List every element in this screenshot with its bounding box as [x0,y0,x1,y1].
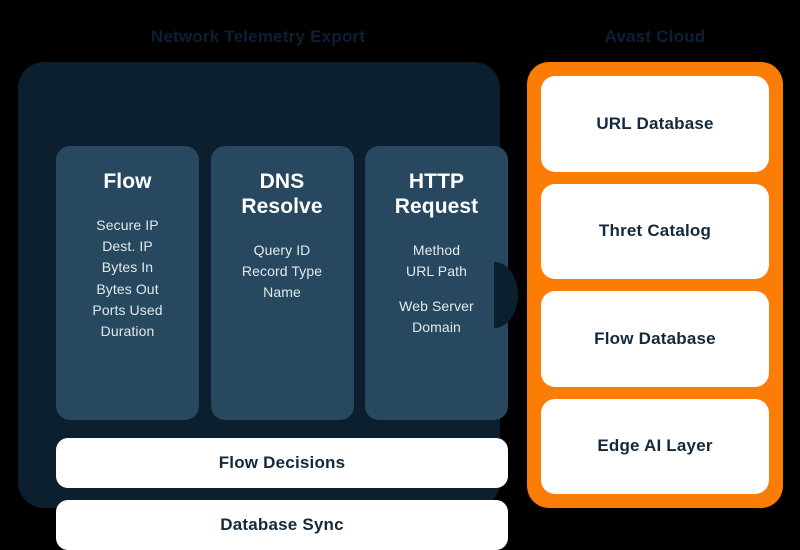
avast-cloud-panel: URL Database Thret Catalog Flow Database… [527,62,783,508]
network-telemetry-export-panel: Flow Secure IP Dest. IP Bytes In Bytes O… [18,62,508,550]
cloud-card-thret-catalog: Thret Catalog [541,183,769,279]
column-heading-http-request: HTTP Request [394,170,479,218]
cloud-card-url-database: URL Database [541,76,769,172]
list-item: Secure IP [96,216,159,233]
list-item: Method [412,241,461,258]
list-item: Record Type [241,262,323,279]
cloud-card-flow-database: Flow Database [541,291,769,387]
telemetry-column-http-request: HTTP Request Method URL Path Web Server … [365,146,508,420]
list-item: Bytes In [101,259,154,276]
column-items-dns-resolve: Query ID Record Type Name [219,240,346,304]
cloud-card-label: Thret Catalog [598,221,712,241]
telemetry-columns-group: Flow Secure IP Dest. IP Bytes In Bytes O… [56,146,508,420]
list-item: Duration [100,323,155,340]
database-sync-bar: Database Sync [56,500,508,550]
cloud-card-label: Flow Database [594,328,716,348]
list-item: Ports Used [92,301,163,318]
telemetry-column-dns-resolve: DNS Resolve Query ID Record Type Name [210,146,354,420]
column-heading-dns-resolve: DNS Resolve [241,170,323,218]
arrow-right-icon [494,262,518,328]
list-item: Web Server Domain [399,298,474,336]
flow-decisions-bar: Flow Decisions [56,438,508,488]
column-heading-flow: Flow [103,170,152,193]
list-item: Query ID [253,241,311,258]
cloud-card-label: URL Database [596,113,714,133]
left-panel-title: Network Telemetry Export [150,27,366,46]
telemetry-column-flow: Flow Secure IP Dest. IP Bytes In Bytes O… [56,146,199,420]
diagram-canvas: Network Telemetry Export Avast Cloud Flo… [18,27,783,550]
right-panel-title: Avast Cloud [604,27,706,46]
flow-decisions-label: Flow Decisions [218,453,346,472]
cloud-card-label: Edge AI Layer [597,436,713,456]
list-item: Bytes Out [96,280,159,297]
cloud-card-edge-ai-layer: Edge AI Layer [541,398,769,494]
list-item: URL Path [406,262,467,279]
list-item: Dest. IP [102,238,153,255]
column-items-flow: Secure IP Dest. IP Bytes In Bytes Out Po… [64,215,191,343]
column-items-http-request: Method URL Path Web Server Domain [373,240,500,339]
list-item: Name [263,284,301,301]
database-sync-label: Database Sync [220,515,344,534]
